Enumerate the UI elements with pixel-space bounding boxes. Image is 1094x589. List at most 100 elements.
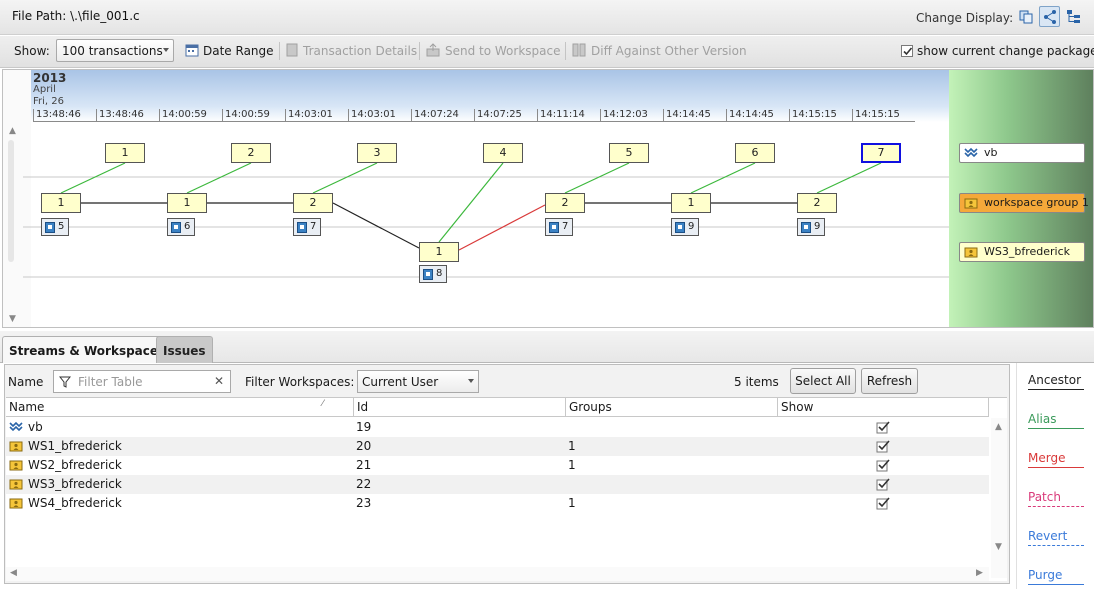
stream-label-text: WS3_bfrederick (984, 245, 1071, 258)
column-header-show[interactable]: Show (778, 398, 989, 417)
scroll-right-icon[interactable]: ▶ (976, 568, 983, 578)
transaction-badge[interactable]: 6 (167, 218, 195, 236)
version-node[interactable]: 6 (735, 143, 775, 163)
transaction-badge[interactable]: 5 (41, 218, 69, 236)
timeline-tick: 13:48:46 (96, 109, 159, 122)
select-all-button[interactable]: Select All (790, 368, 856, 394)
show-checkbox[interactable] (876, 458, 890, 472)
show-checkbox[interactable] (876, 477, 890, 491)
column-header-id[interactable]: Id (354, 398, 566, 417)
workspace-icon (9, 479, 23, 490)
column-header-name[interactable]: Name ⁄ (6, 398, 354, 417)
stream-label[interactable]: workspace group 1 (959, 193, 1089, 213)
file-path-label: File Path: \.\file_001.c (12, 9, 140, 23)
graph-icon (1044, 10, 1056, 24)
legend-revert: Revert (1028, 529, 1084, 546)
version-node[interactable]: 2 (231, 143, 271, 163)
refresh-button[interactable]: Refresh (861, 368, 918, 394)
timeline-tick: 14:12:03 (600, 109, 663, 122)
transaction-badge[interactable]: 7 (545, 218, 573, 236)
show-checkbox[interactable] (876, 496, 890, 510)
legend-ancestor: Ancestor (1028, 373, 1084, 390)
version-node[interactable]: 1 (105, 143, 145, 163)
workspace-icon (964, 198, 978, 209)
show-change-package-label: show current change package (917, 44, 1094, 58)
transaction-badge[interactable]: 7 (293, 218, 321, 236)
version-node[interactable]: 4 (483, 143, 523, 163)
timeline-day: Fri, 26 (33, 96, 64, 107)
filter-table-input[interactable]: Filter Table ✕ (53, 370, 231, 393)
transaction-icon (171, 222, 181, 233)
row-name: vb (28, 420, 43, 434)
scroll-left-icon[interactable]: ◀ (10, 568, 17, 578)
transaction-badge[interactable]: 8 (419, 265, 447, 283)
diff-against-version-button[interactable]: Diff Against Other Version (591, 44, 747, 58)
graph-vertical-scrollbar[interactable] (8, 140, 14, 262)
column-header-groups[interactable]: Groups (566, 398, 778, 417)
version-node[interactable]: 1 (671, 193, 711, 213)
stream-label[interactable]: vb (959, 143, 1085, 163)
timeline-tick: 14:15:15 (789, 109, 852, 122)
scroll-up-icon[interactable]: ▲ (995, 422, 1002, 432)
tab-streams-workspaces[interactable]: Streams & Workspaces (2, 336, 173, 363)
show-checkbox[interactable] (876, 439, 890, 453)
toolbar-divider (279, 42, 280, 60)
transaction-icon (423, 269, 433, 280)
filter-workspaces-select[interactable]: Current User (357, 370, 479, 393)
toolbar: Show: 100 transactions Date Range Transa… (0, 36, 1094, 68)
diff-icon (572, 43, 586, 57)
version-node[interactable]: 1 (167, 193, 207, 213)
version-node[interactable]: 2 (545, 193, 585, 213)
alias-line (816, 162, 882, 194)
row-name: WS2_bfrederick (28, 458, 122, 472)
transaction-details-button[interactable]: Transaction Details (303, 44, 418, 58)
scroll-down-icon[interactable]: ▼ (995, 542, 1002, 552)
row-name: WS1_bfrederick (28, 439, 122, 453)
stream-label[interactable]: WS3_bfrederick (959, 242, 1085, 262)
show-transactions-select[interactable]: 100 transactions (56, 39, 174, 62)
transaction-number: 8 (436, 268, 443, 279)
version-node[interactable]: 2 (797, 193, 837, 213)
row-name: WS3_bfrederick (28, 477, 122, 491)
clear-icon[interactable]: ✕ (213, 374, 224, 388)
legend-patch: Patch (1028, 490, 1084, 507)
copy-display-button[interactable] (1015, 6, 1036, 27)
transaction-number: 7 (310, 221, 317, 232)
transaction-badge[interactable]: 9 (671, 218, 699, 236)
transaction-badge[interactable]: 9 (797, 218, 825, 236)
date-range-button[interactable]: Date Range (203, 44, 274, 58)
filter-workspaces-value: Current User (362, 375, 439, 389)
row-groups: 1 (568, 439, 576, 453)
version-node[interactable]: 7 (861, 143, 901, 163)
version-node[interactable]: 5 (609, 143, 649, 163)
alias-line (186, 162, 252, 194)
table-horizontal-scrollbar[interactable]: ◀ ▶ (6, 567, 989, 581)
scroll-up-icon[interactable]: ▲ (9, 126, 16, 136)
stream-label-text: vb (984, 146, 998, 159)
show-checkbox[interactable] (876, 420, 890, 434)
show-change-package-checkbox[interactable] (901, 45, 913, 57)
table-vertical-scrollbar[interactable]: ▲ ▼ (991, 418, 1007, 578)
version-node[interactable]: 1 (41, 193, 81, 213)
version-node[interactable]: 1 (419, 242, 459, 262)
version-node[interactable]: 3 (357, 143, 397, 163)
transaction-icon (549, 222, 559, 233)
send-to-workspace-button[interactable]: Send to Workspace (445, 44, 561, 58)
timeline-tick: 13:48:46 (33, 109, 96, 122)
chevron-down-icon (163, 48, 169, 52)
graph-display-button[interactable] (1039, 6, 1060, 27)
tree-display-button[interactable] (1063, 6, 1084, 27)
sort-icon: ⁄ (322, 399, 324, 409)
legend-purge: Purge (1028, 568, 1084, 585)
transaction-number: 9 (688, 221, 695, 232)
tab-issues[interactable]: Issues (156, 336, 213, 363)
scroll-down-icon[interactable]: ▼ (9, 314, 16, 324)
version-node[interactable]: 2 (293, 193, 333, 213)
